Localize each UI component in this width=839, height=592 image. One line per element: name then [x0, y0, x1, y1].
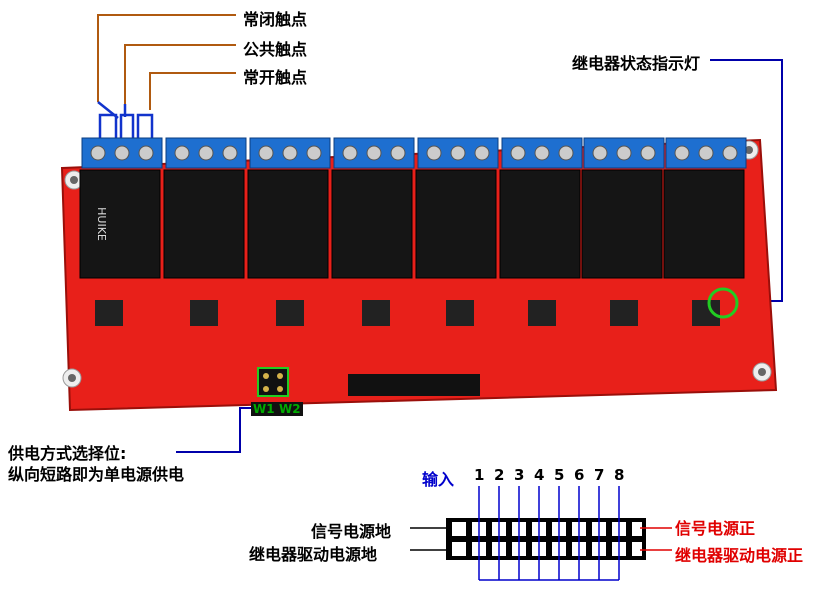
relay-unit-1: HUIKE	[79, 137, 163, 279]
normally-closed-label: 常闭触点	[243, 10, 308, 29]
pin-number: 8	[614, 466, 625, 484]
pin-header-diagram	[410, 486, 672, 581]
relay-unit-6	[499, 137, 583, 279]
jumper-w1-label: W1	[251, 402, 277, 416]
jumper-w2-label: W2	[277, 402, 303, 416]
power-mode-callout-line	[176, 407, 252, 453]
pin-number: 3	[514, 466, 525, 484]
pin-number: 5	[554, 466, 565, 484]
relay-unit-3	[247, 137, 331, 279]
indicator-label: 继电器状态指示灯	[572, 54, 701, 73]
relay-unit-4	[331, 137, 415, 279]
relay-pos-label: 继电器驱动电源正	[675, 546, 804, 565]
relay-gnd-label: 继电器驱动电源地	[249, 545, 378, 564]
jumper-block	[257, 367, 289, 397]
indicator-led-highlight	[707, 287, 739, 319]
common-contact-label: 公共触点	[243, 40, 308, 59]
relay-array: HUIKE	[79, 137, 747, 279]
pin-number: 7	[594, 466, 605, 484]
power-mode-title: 供电方式选择位:	[8, 444, 127, 463]
normally-open-label: 常开触点	[243, 68, 308, 87]
signal-pos-label: 信号电源正	[675, 519, 756, 538]
svg-text:HUIKE: HUIKE	[95, 207, 108, 241]
relay-unit-8	[663, 137, 747, 279]
pin-number: 1	[474, 466, 485, 484]
power-mode-desc: 纵向短路即为单电源供电	[8, 465, 185, 484]
contact-callout-lines	[97, 14, 236, 110]
signal-gnd-label: 信号电源地	[311, 522, 392, 541]
relay-unit-2	[163, 137, 247, 279]
relay-unit-5	[415, 137, 499, 279]
pin-number: 2	[494, 466, 505, 484]
input-label: 输入	[422, 470, 455, 489]
board-pin-header	[348, 374, 480, 396]
pin-number: 4	[534, 466, 545, 484]
contact-brackets	[97, 101, 154, 140]
relay-unit-7	[581, 137, 665, 279]
pin-number: 6	[574, 466, 585, 484]
